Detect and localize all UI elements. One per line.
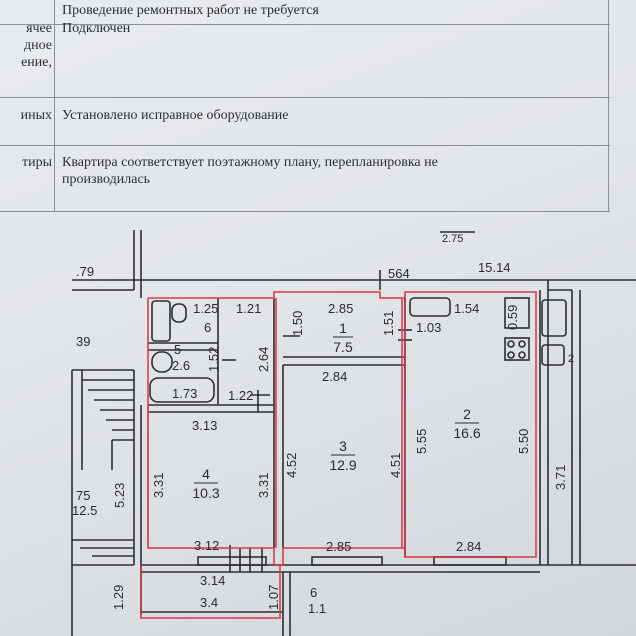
- dim-label: 564: [388, 266, 410, 281]
- dim-label: 2.75: [442, 233, 463, 245]
- dim-label: 2.84: [456, 539, 481, 554]
- room-number: 1: [339, 320, 347, 336]
- dim-label: 4.52: [284, 453, 299, 478]
- dim-label: 1.51: [381, 311, 396, 336]
- dim-label: 1.07: [266, 585, 281, 610]
- dim-label: 2.85: [328, 301, 353, 316]
- dim-label: 1.73: [172, 386, 197, 401]
- room-area: 7.5: [333, 339, 353, 355]
- dim-label: 39: [76, 334, 90, 349]
- dim-label: 5.50: [516, 429, 531, 454]
- dim-label: 3.31: [151, 473, 166, 498]
- dim-label: 1.21: [236, 301, 261, 316]
- info-table: Проведение ремонтных работ не требуется …: [0, 0, 610, 212]
- dim-label: 12.5: [72, 503, 97, 518]
- dim-label: 1.25: [193, 301, 218, 316]
- floor-plan: .79 39 564 15.14 2.75 1.25 1.21 2.85 1.5…: [71, 230, 636, 636]
- dim-label: 3.71: [553, 465, 568, 490]
- table-row: тиры Квартира соответствует поэтажному п…: [0, 145, 610, 212]
- dim-label: 4.51: [388, 453, 403, 478]
- dim-label: 2.84: [322, 369, 347, 384]
- dim-label: 2.85: [326, 539, 351, 554]
- dim-label: 0.59: [505, 305, 520, 330]
- dim-label: 6: [204, 320, 211, 335]
- row-label: тиры: [21, 155, 52, 170]
- dim-label: 3.14: [200, 573, 225, 588]
- dim-label: 1.52: [206, 347, 221, 372]
- room-number: 3: [339, 438, 347, 454]
- dim-label: 6: [310, 585, 317, 600]
- room-number: 2: [463, 406, 471, 422]
- table-divider: [54, 0, 55, 212]
- dim-label: 1.22: [228, 388, 253, 403]
- row-value: Квартира соответствует поэтажному плану,…: [62, 155, 438, 187]
- room-area: 10.3: [192, 485, 219, 501]
- room-number: 4: [202, 466, 210, 482]
- dim-label: 2.64: [256, 347, 271, 372]
- row-value: Подключен: [62, 21, 131, 36]
- dim-label: 5: [174, 342, 181, 357]
- dim-label: 3.31: [256, 473, 271, 498]
- dim-label: 1.1: [308, 601, 326, 616]
- dim-label: 3.4: [200, 595, 218, 610]
- table-row: Проведение ремонтных работ не требуется: [0, 0, 610, 25]
- dim-label: 1.29: [111, 585, 126, 610]
- row-label: иных: [20, 108, 52, 123]
- row-value: Проведение ремонтных работ не требуется: [62, 3, 319, 18]
- dim-label: 2: [568, 353, 574, 365]
- dim-label: 5.23: [112, 483, 127, 508]
- room-area: 12.9: [329, 457, 356, 473]
- table-row: ячее дное ение, Подключен: [0, 0, 610, 98]
- dim-label: .79: [76, 264, 94, 279]
- dim-label: 1.03: [416, 320, 441, 335]
- room-area: 16.6: [453, 425, 480, 441]
- row-label: ячее дное ение,: [21, 21, 52, 70]
- table-row: иных Установлено исправное оборудование: [0, 97, 610, 146]
- table-border: [608, 0, 609, 212]
- dim-label: 15.14: [478, 260, 511, 275]
- dim-label: 3.13: [192, 418, 217, 433]
- row-value: Установлено исправное оборудование: [62, 108, 289, 123]
- dim-label: 75: [76, 488, 90, 503]
- dim-label: 3.12: [194, 538, 219, 553]
- dim-label: 1.50: [290, 311, 305, 336]
- dim-label: 1.54: [454, 301, 479, 316]
- dim-label: 5.55: [414, 429, 429, 454]
- dim-label: 2.6: [172, 358, 190, 373]
